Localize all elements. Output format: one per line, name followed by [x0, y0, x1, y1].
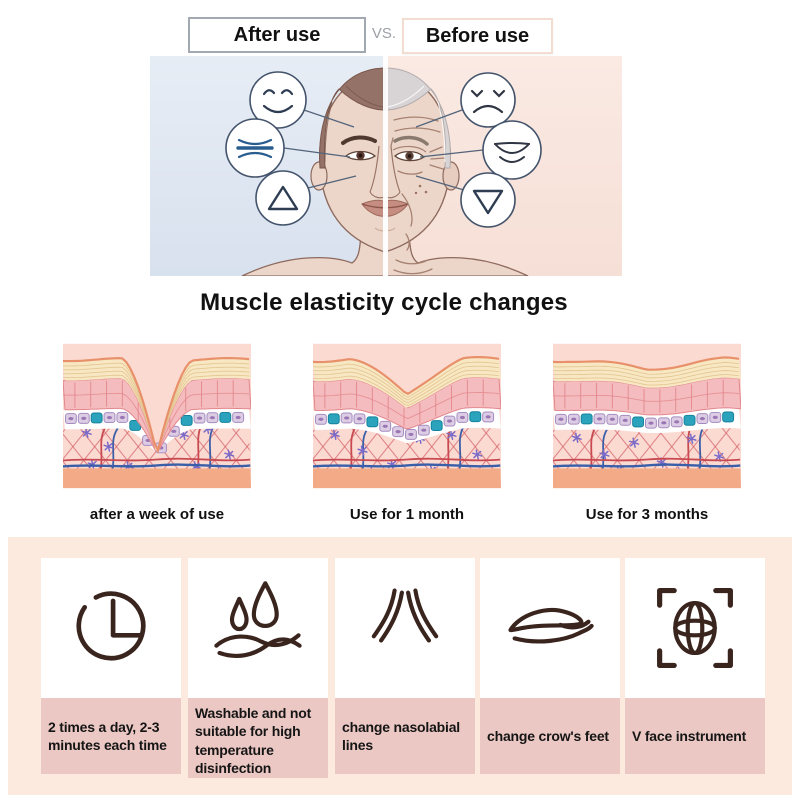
- feature-card-nasolabial: change nasolabial lines: [335, 558, 475, 774]
- face-comparison-illustration: [150, 56, 622, 276]
- stage-caption: after a week of use: [89, 506, 225, 523]
- before-use-button[interactable]: Before use: [402, 18, 553, 54]
- triangle-up-icon: [255, 170, 311, 226]
- stage-caption: Use for 3 months: [585, 506, 709, 523]
- feature-label: change nasolabial lines: [335, 698, 475, 774]
- divider-line: [383, 56, 388, 276]
- feature-label: Washable and not suitable for high tempe…: [188, 698, 328, 778]
- section-title: Muscle elasticity cycle changes: [200, 289, 568, 316]
- sagging-skin-icon: [482, 120, 542, 180]
- triangle-down-icon: [460, 172, 516, 228]
- clock-icon: [76, 591, 146, 661]
- feature-label: change crow's feet: [480, 698, 620, 774]
- feature-card-v-face: V face instrument: [625, 558, 765, 774]
- after-use-button[interactable]: After use: [188, 17, 366, 53]
- crows-feet-icon: [508, 607, 594, 644]
- vs-label: VS.: [371, 25, 397, 42]
- sad-face-icon: [460, 72, 516, 128]
- callout-lines: [283, 109, 484, 191]
- skin-diagram-deep-wrinkle: [63, 343, 251, 489]
- skin-diagram-smooth-skin: [553, 343, 741, 489]
- feature-label: 2 times a day, 2-3 minutes each time: [41, 698, 181, 774]
- feature-card-usage-time: 2 times a day, 2-3 minutes each time: [41, 558, 181, 774]
- stage-1-month: Use for 1 month: [313, 343, 501, 523]
- skin-diagram-reduced-wrinkle: [313, 343, 501, 489]
- v-face-instrument-icon: [657, 587, 733, 669]
- feature-card-washable: Washable and not suitable for high tempe…: [188, 558, 328, 778]
- before-after-banner: [150, 56, 622, 276]
- stage-week: after a week of use: [63, 343, 251, 523]
- stage-caption: Use for 1 month: [349, 506, 465, 523]
- water-drops-icon: [214, 581, 302, 658]
- feature-card-crows-feet: change crow's feet: [480, 558, 620, 774]
- stage-3-months: Use for 3 months: [553, 343, 741, 523]
- happy-face-icon: [249, 71, 307, 129]
- feature-panel: 2 times a day, 2-3 minutes each time Was…: [8, 537, 792, 795]
- taut-skin-lines-icon: [225, 118, 285, 178]
- feature-label: V face instrument: [625, 698, 765, 774]
- nasolabial-lines-icon: [371, 588, 439, 643]
- age-spots: [414, 184, 428, 195]
